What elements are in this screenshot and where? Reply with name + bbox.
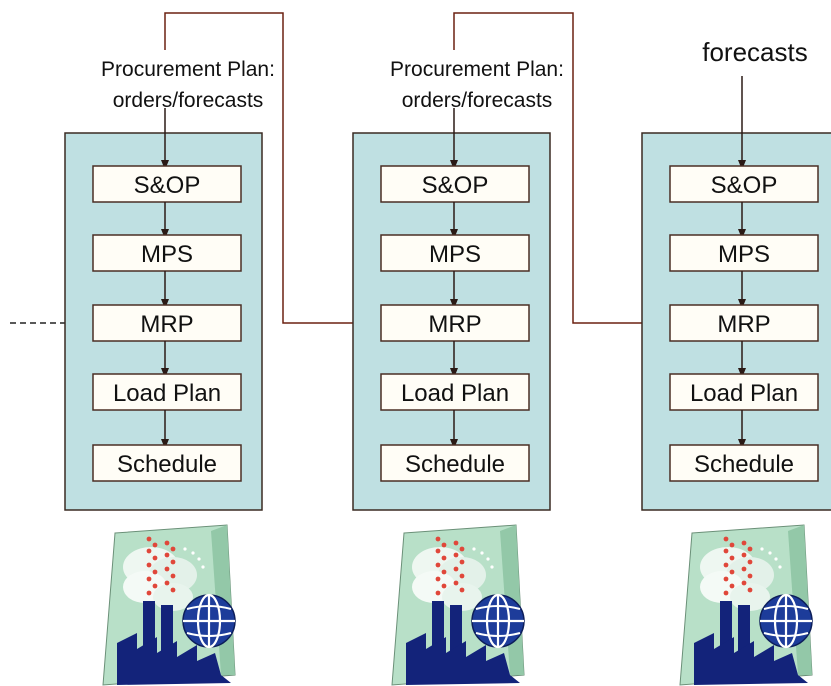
- factory-globe-icon: [391, 524, 525, 686]
- step-mps: MPS: [380, 234, 530, 272]
- step-label: Schedule: [117, 451, 217, 478]
- step-s-op: S&OP: [669, 165, 819, 203]
- step-box: [92, 444, 242, 482]
- step-mps: MPS: [92, 234, 242, 272]
- step-box: [92, 304, 242, 342]
- step-load-plan: Load Plan: [669, 373, 819, 411]
- step-box: [380, 304, 530, 342]
- step-schedule: Schedule: [669, 444, 819, 482]
- step-mrp: MRP: [380, 304, 530, 342]
- step-label: MPS: [429, 241, 481, 268]
- step-label: Load Plan: [401, 380, 509, 407]
- step-box: [669, 444, 819, 482]
- step-label: MRP: [717, 311, 770, 338]
- step-label: MRP: [428, 311, 481, 338]
- step-label: S&OP: [422, 172, 489, 199]
- connector-layer: [10, 12, 670, 324]
- step-box: [92, 234, 242, 272]
- step-label: MPS: [141, 241, 193, 268]
- step-box: [380, 234, 530, 272]
- connector-plant1-plant2: [164, 12, 381, 324]
- step-label: Load Plan: [113, 380, 221, 407]
- step-label: S&OP: [711, 172, 778, 199]
- step-box: [669, 304, 819, 342]
- input-label-line: orders/forecasts: [402, 89, 553, 112]
- step-label: Schedule: [694, 451, 794, 478]
- step-box: [669, 373, 819, 411]
- step-schedule: Schedule: [92, 444, 242, 482]
- step-label: MRP: [140, 311, 193, 338]
- step-load-plan: Load Plan: [380, 373, 530, 411]
- step-label: Load Plan: [690, 380, 798, 407]
- input-label-line: Procurement Plan:: [101, 58, 275, 81]
- input-label-line: orders/forecasts: [113, 89, 264, 112]
- input-label-line: forecasts: [702, 37, 808, 67]
- factory-globe-icon: [679, 524, 813, 686]
- step-box: [380, 373, 530, 411]
- step-mps: MPS: [669, 234, 819, 272]
- factory-globe-icon: [102, 524, 236, 686]
- step-box: [380, 165, 530, 203]
- step-box: [92, 373, 242, 411]
- step-mrp: MRP: [669, 304, 819, 342]
- step-schedule: Schedule: [380, 444, 530, 482]
- step-load-plan: Load Plan: [92, 373, 242, 411]
- connector-plant2-plant3: [453, 12, 670, 324]
- step-s-op: S&OP: [92, 165, 242, 203]
- step-label: S&OP: [134, 172, 201, 199]
- step-label: Schedule: [405, 451, 505, 478]
- step-box: [669, 234, 819, 272]
- step-mrp: MRP: [92, 304, 242, 342]
- step-s-op: S&OP: [380, 165, 530, 203]
- input-label-line: Procurement Plan:: [390, 58, 564, 81]
- step-label: MPS: [718, 241, 770, 268]
- step-box: [380, 444, 530, 482]
- step-box: [669, 165, 819, 203]
- step-box: [92, 165, 242, 203]
